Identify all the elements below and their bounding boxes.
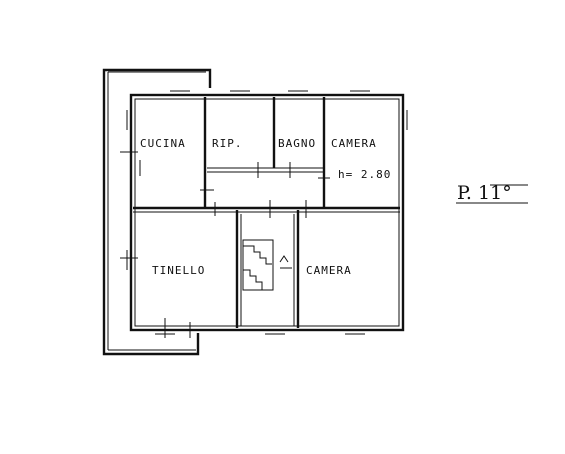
windows	[126, 90, 408, 335]
terrace-outline	[102, 68, 212, 356]
interior-walls	[133, 97, 400, 328]
room-label-cucina: CUCINA	[140, 137, 186, 150]
room-label-camera-1: CAMERA	[331, 137, 377, 150]
floor-label: P. 11°	[457, 182, 512, 204]
room-label-rip: RIP.	[212, 137, 243, 150]
doors	[120, 151, 330, 338]
floor-indicator: P. 11°	[456, 182, 528, 204]
room-labels: CUCINA RIP. BAGNO CAMERA TINELLO CAMERA …	[140, 137, 391, 277]
room-label-tinello: TINELLO	[152, 264, 205, 277]
room-label-camera-2: CAMERA	[306, 264, 352, 277]
ceiling-height-label: h= 2.80	[338, 168, 391, 181]
stairs	[242, 239, 292, 291]
room-label-bagno: BAGNO	[278, 137, 316, 150]
